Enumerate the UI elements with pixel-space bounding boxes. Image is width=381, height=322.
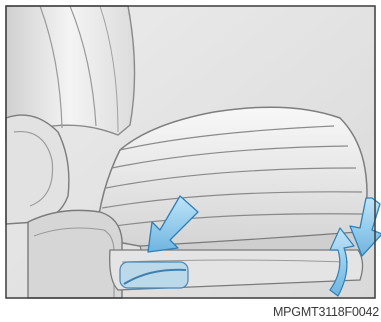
lever-recess [120, 262, 188, 288]
figure-code-label: MPGMT3118F0042 [273, 305, 379, 319]
